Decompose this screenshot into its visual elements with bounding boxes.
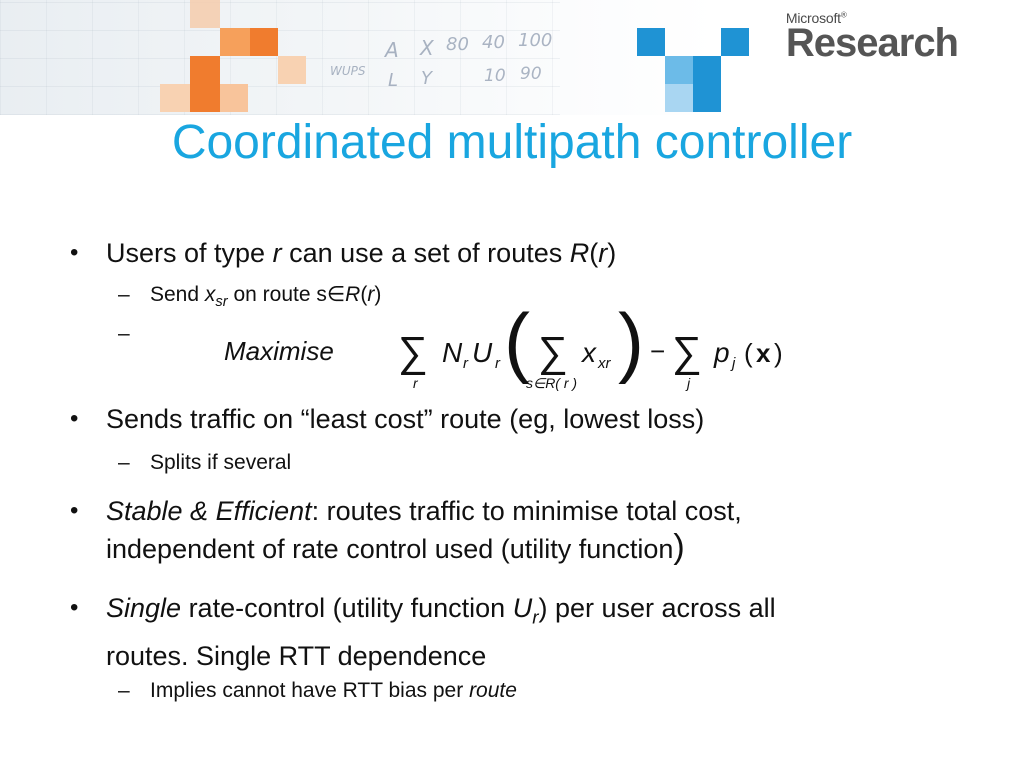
formula-open-paren: ( [744, 338, 753, 368]
formula-p: p [713, 337, 730, 368]
decor-square [278, 56, 306, 84]
formula-big-rparen: ) [618, 308, 644, 385]
whiteboard-text: 80 [446, 34, 469, 55]
header-banner: A X 80 40 100 L Y 10 90 WUPS Microsoft® … [0, 0, 1024, 115]
formula-x: x [580, 337, 597, 368]
decor-square [693, 56, 721, 84]
microsoft-research-logo: Microsoft® Research [785, 10, 959, 65]
formula-sub-j: j [730, 355, 736, 372]
dash-marker: – [118, 679, 130, 702]
decor-square [665, 84, 693, 112]
formula-sum-1: ∑ [398, 328, 428, 375]
formula-index-j: j [685, 375, 691, 391]
logo-microsoft-text: Microsoft [785, 10, 841, 26]
whiteboard-text: 40 [482, 32, 505, 53]
whiteboard-text: WUPS [330, 64, 366, 78]
math-subscript: r [532, 607, 539, 629]
formula-sum-2: ∑ [538, 328, 568, 375]
text: on route s [227, 283, 327, 306]
text: : routes traffic to minimise total cost, [311, 496, 742, 526]
paren: ( [360, 283, 368, 306]
whiteboard-text: 10 [484, 66, 506, 86]
decor-square [220, 28, 250, 56]
text: ) per user across all [538, 593, 776, 623]
math-subscript: sr [215, 294, 228, 311]
paren: ( [589, 238, 599, 268]
text: independent of rate control used (utilit… [106, 534, 674, 564]
text: Splits if several [150, 451, 292, 474]
decor-square [637, 28, 665, 56]
bullet-marker: • [70, 594, 79, 621]
paren: ) [374, 283, 382, 306]
maximise-formula: Maximise ∑ r N r U r ( ∑ s∈R( r ) x xr )… [224, 308, 783, 391]
whiteboard-text: A [385, 38, 399, 62]
logo-research-text: Research [785, 21, 959, 65]
formula-bold-x: x [756, 338, 771, 368]
whiteboard-text: L [388, 70, 399, 91]
formula-sum-3: ∑ [672, 328, 702, 375]
math-var: x [204, 283, 216, 306]
bullet-least-cost: • Sends traffic on “least cost” route (e… [70, 400, 705, 438]
decor-square [220, 84, 248, 112]
whiteboard-text: Y [421, 68, 432, 89]
math-var: R [345, 283, 361, 306]
bullet-marker: • [70, 239, 79, 266]
math-var: R [569, 238, 590, 268]
decor-square [160, 84, 190, 112]
formula-big-lparen: ( [504, 308, 530, 385]
paren: ) [607, 238, 617, 268]
decor-square [721, 28, 749, 56]
dash-marker: – [118, 283, 130, 306]
bullet-users-routes: • Users of type r can use a set of route… [70, 234, 617, 272]
text: Send [150, 283, 205, 306]
text: Users of type [106, 238, 273, 268]
formula-close-paren: ) [774, 338, 783, 368]
dash-marker: – [118, 322, 130, 345]
text: can use a set of routes [281, 238, 570, 268]
emphasis-text: Single [106, 593, 182, 623]
formula-maximise: Maximise [224, 336, 334, 366]
text: rate-control (utility function [181, 593, 513, 623]
formula-minus: − [650, 336, 665, 366]
emphasis-text: route [469, 679, 517, 702]
math-var: r [598, 238, 608, 268]
subbullet-splits: – Splits if several [118, 449, 292, 477]
subbullet-send-rate: – Send xsr on route s∈R(r) [118, 281, 382, 316]
slide-title: Coordinated multipath controller [171, 116, 853, 169]
text: Implies cannot have RTT bias per [150, 679, 470, 702]
emphasis-text: Stable & Efficient [106, 496, 312, 526]
whiteboard-text: 90 [520, 64, 542, 84]
formula-index-r: r [413, 375, 419, 391]
decor-square [190, 84, 220, 112]
math-var: U [512, 593, 533, 623]
decor-square [250, 28, 278, 56]
math-var: r [367, 283, 375, 306]
math-symbol: ∈ [326, 283, 346, 306]
formula-index-s: s∈R( r ) [526, 375, 577, 391]
text: routes. Single RTT dependence [106, 641, 487, 672]
text: Sends traffic on “least cost” route (eg,… [106, 404, 705, 434]
math-var: r [272, 238, 282, 268]
decor-square [665, 56, 693, 84]
bullet-stable-efficient: • Stable & Efficient: routes traffic to … [70, 492, 742, 568]
decor-square [190, 56, 220, 84]
formula-N: N [442, 337, 463, 368]
bullet-single-rate-control: • Single rate-control (utility function … [70, 589, 776, 675]
whiteboard-text: 100 [518, 30, 553, 51]
formula-sub-r: r [495, 355, 501, 372]
formula-sub-r: r [463, 355, 469, 372]
bullet-marker: • [70, 497, 79, 524]
trademark-symbol: ® [840, 10, 847, 20]
formula-U: U [472, 337, 493, 368]
formula-sub-xr: xr [597, 355, 612, 372]
decor-square [190, 0, 220, 28]
subbullet-rtt-bias: – Implies cannot have RTT bias per route [118, 677, 517, 705]
whiteboard-text: X [420, 36, 434, 60]
decor-square [693, 84, 721, 112]
paren: ) [673, 528, 685, 566]
dash-marker: – [118, 451, 130, 474]
bullet-marker: • [70, 405, 79, 432]
